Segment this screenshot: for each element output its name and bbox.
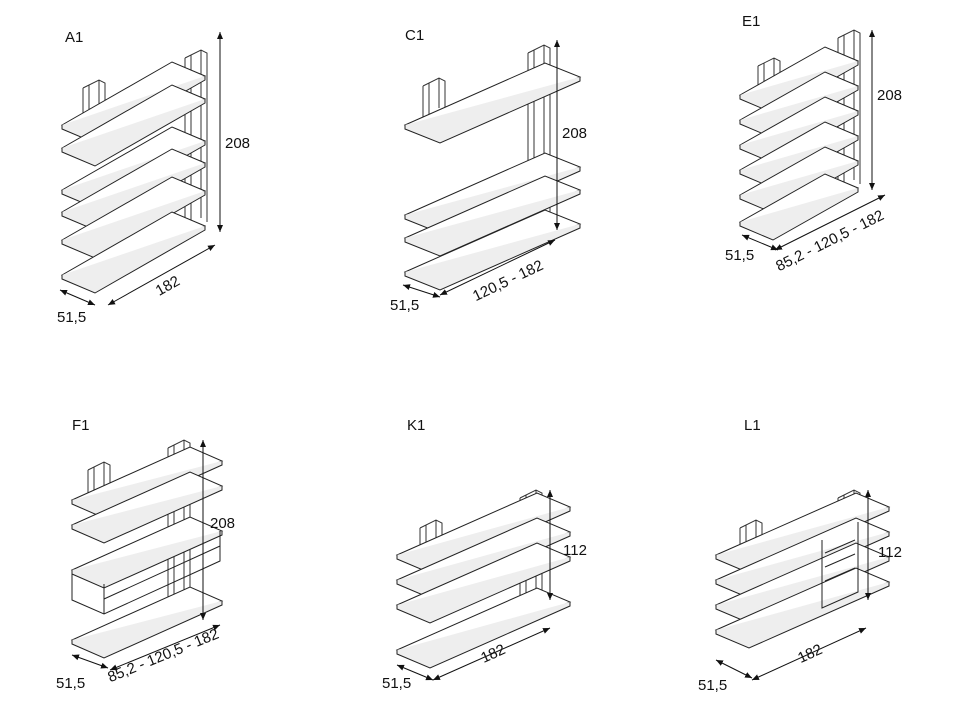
depth-dimension-line	[715, 659, 753, 679]
depth-dimension-line	[741, 234, 779, 251]
width-dimension-line	[109, 624, 221, 671]
width-dimension-line	[432, 627, 551, 681]
width-dimension-line	[774, 194, 886, 251]
shelf-edge	[61, 99, 206, 167]
depth-dimension-line	[396, 664, 434, 681]
upright-frame	[757, 57, 781, 89]
shelf-edge	[396, 557, 571, 624]
height-label: 112	[878, 544, 902, 561]
depth-label: 51,5	[698, 677, 727, 694]
width-dimension-line	[107, 244, 216, 306]
height-label: 208	[225, 135, 250, 152]
unit-code: L1	[744, 417, 761, 434]
height-label: 112	[563, 542, 587, 559]
unit-code: F1	[72, 417, 90, 434]
upright-frame	[527, 44, 551, 228]
unit-l1: L1 112 182 51,5	[698, 417, 902, 694]
unit-a1: A1 208 182 51,5	[57, 29, 250, 326]
depth-dimension-line	[71, 654, 109, 669]
unit-code: C1	[405, 27, 424, 44]
upright-frame	[422, 77, 446, 119]
upright-frame	[87, 461, 111, 494]
depth-label: 51,5	[56, 675, 85, 692]
width-dimension-line	[439, 239, 556, 296]
width-label: 182	[795, 641, 825, 667]
shelf-edge	[404, 77, 581, 144]
depth-label: 51,5	[725, 247, 754, 264]
upright-frame	[419, 519, 443, 550]
unit-code: E1	[742, 13, 760, 30]
unit-code: A1	[65, 29, 83, 46]
shelf-edge	[71, 486, 223, 544]
depth-dimension-line	[402, 284, 441, 298]
side-cabinet	[821, 522, 859, 609]
upright-frame	[82, 79, 106, 119]
height-label: 208	[877, 87, 902, 104]
height-label: 208	[210, 515, 235, 532]
depth-label: 51,5	[390, 297, 419, 314]
height-label: 208	[562, 125, 587, 142]
width-label: 182	[153, 273, 183, 300]
width-dimension-line	[751, 627, 867, 681]
depth-label: 51,5	[382, 675, 411, 692]
unit-code: K1	[407, 417, 425, 434]
depth-label: 51,5	[57, 309, 86, 326]
upright-frame	[739, 519, 763, 550]
depth-dimension-line	[59, 289, 96, 306]
